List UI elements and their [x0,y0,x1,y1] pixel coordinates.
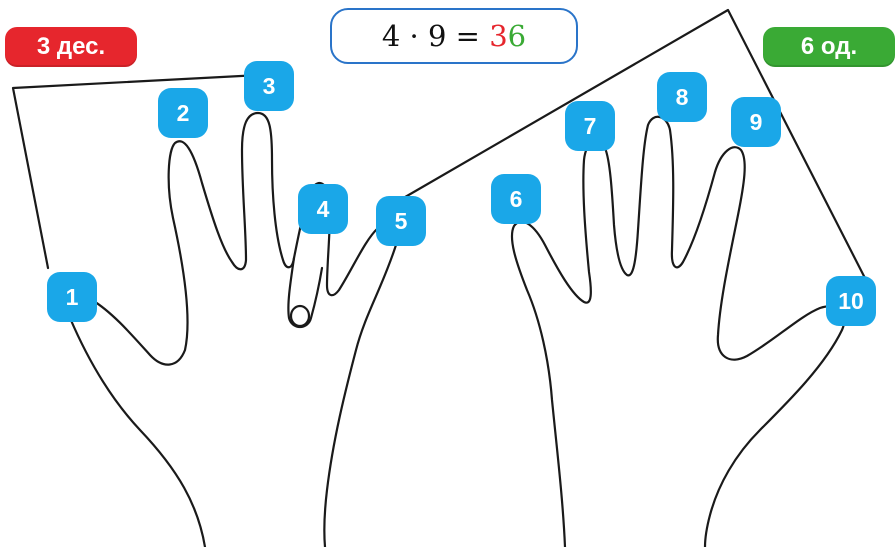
folded-finger-4 [288,258,322,327]
tens-badge: 3 дес. [5,27,137,67]
equation-tens-digit: 3 [489,19,507,53]
equation-ones-digit: 6 [508,19,526,53]
ones-badge: 6 од. [763,27,895,67]
finger-label-2: 2 [158,88,208,138]
finger-label-8: 8 [657,72,707,122]
equation-lhs: 4 · 9 = [382,19,489,53]
finger-label-10: 10 [826,276,876,326]
right-hand-outline [512,117,845,547]
finger-label-1: 1 [47,272,97,322]
left-bracket-line [13,75,260,268]
left-hand-outline [68,113,397,547]
finger-label-9: 9 [731,97,781,147]
finger-label-5: 5 [376,196,426,246]
finger-label-6: 6 [491,174,541,224]
finger-label-4: 4 [298,184,348,234]
finger-label-7: 7 [565,101,615,151]
finger-label-3: 3 [244,61,294,111]
